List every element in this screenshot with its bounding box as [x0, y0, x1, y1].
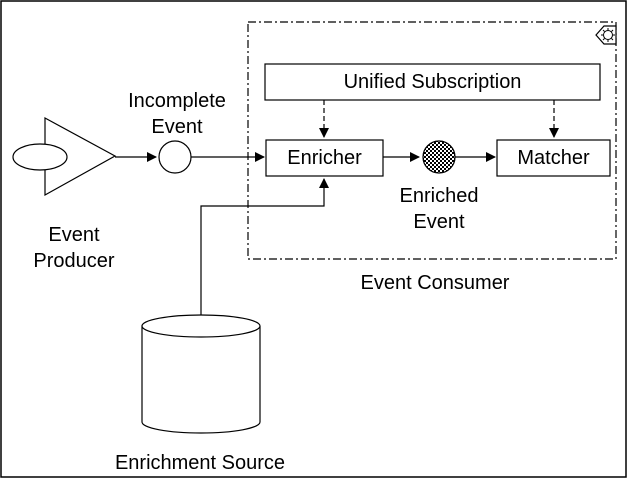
enriched-event-label: Enriched Event	[399, 185, 479, 233]
unified-subscription-box	[264, 63, 601, 101]
event-consumer-boundary	[247, 21, 617, 260]
gear-icon	[595, 25, 617, 45]
event-consumer-label: Event Consumer	[360, 272, 510, 294]
unified-subscription-label: Unified Subscription	[343, 71, 522, 93]
enrichment-source-label: Enrichment Source	[114, 452, 286, 474]
incomplete-event-label: Incomplete Event	[128, 90, 226, 138]
checkered-circle-icon	[422, 140, 456, 174]
event-producer-label: Event Producer	[33, 224, 115, 272]
enricher-label: Enricher	[287, 147, 362, 169]
enrichment-source-database	[141, 314, 261, 434]
matcher-box	[496, 139, 611, 177]
matcher-label: Matcher	[517, 147, 590, 169]
incomplete-event-token	[158, 140, 192, 174]
enricher-box	[265, 139, 384, 177]
event-producer-shape	[12, 116, 117, 197]
source-to-enricher-connector	[200, 178, 329, 328]
